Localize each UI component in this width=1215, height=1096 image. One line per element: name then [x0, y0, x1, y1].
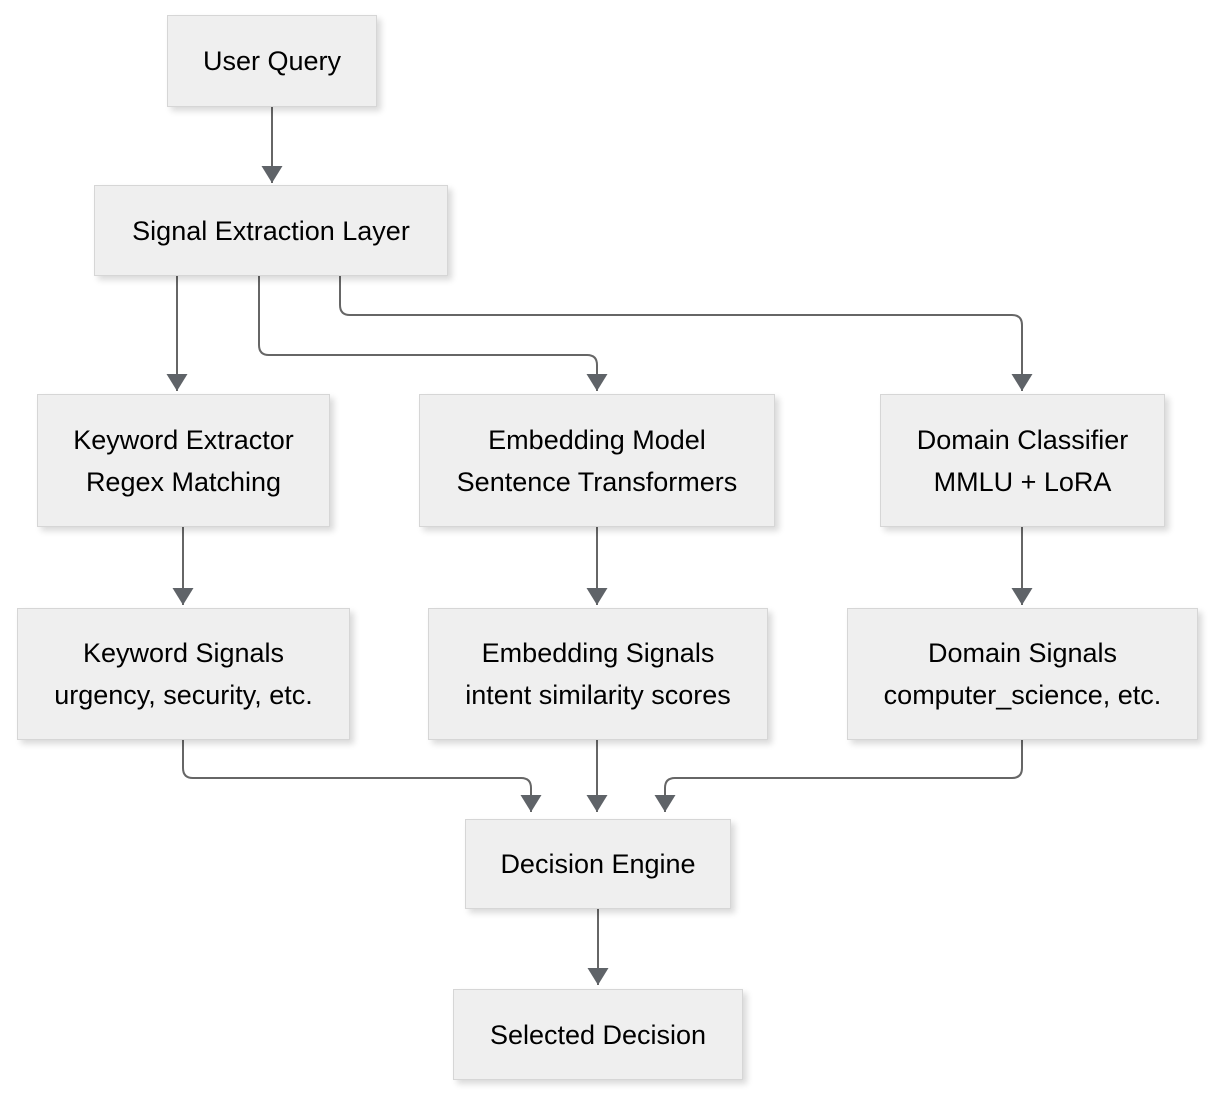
- node-keyword-signals-label: Keyword Signals: [82, 638, 285, 668]
- node-keyword-extractor-sublabel: Regex Matching: [85, 466, 282, 497]
- edge-domain-signals-to-decision-engine: [654, 740, 1023, 812]
- node-embedding-model-label: Embedding Model: [488, 424, 706, 455]
- node-user-query-label: User Query: [202, 46, 342, 76]
- node-domain-classifier: Domain Classifier MMLU + LoRA: [880, 394, 1165, 527]
- node-decision-engine-label: Decision Engine: [500, 849, 696, 879]
- node-embedding-model: Embedding Model Sentence Transformers: [419, 394, 775, 527]
- node-user-query: User Query: [167, 15, 377, 107]
- node-decision-engine: Decision Engine: [465, 819, 731, 909]
- node-selected-decision: Selected Decision: [453, 989, 743, 1080]
- node-domain-classifier-label: Domain Classifier: [916, 424, 1129, 455]
- node-signal-extraction-layer: Signal Extraction Layer: [94, 185, 448, 276]
- node-keyword-signals-sublabel: urgency, security, etc.: [54, 680, 313, 710]
- node-keyword-extractor: Keyword Extractor Regex Matching: [37, 394, 330, 527]
- node-embedding-signals-sublabel: intent similarity scores: [465, 680, 731, 710]
- node-selected-decision-label: Selected Decision: [489, 1019, 707, 1050]
- node-keyword-signals: Keyword Signals urgency, security, etc.: [17, 608, 350, 740]
- node-keyword-extractor-label: Keyword Extractor: [73, 424, 294, 455]
- node-embedding-signals: Embedding Signals intent similarity scor…: [428, 608, 768, 740]
- edge-signal-extraction-to-domain-classifier: [339, 276, 1033, 391]
- node-domain-signals-label: Domain Signals: [927, 638, 1118, 668]
- node-domain-signals: Domain Signals computer_science, etc.: [847, 608, 1198, 740]
- edge-signal-extraction-to-embedding-model: [258, 276, 608, 391]
- node-domain-signals-sublabel: computer_science, etc.: [883, 680, 1162, 710]
- node-embedding-model-sublabel: Sentence Transformers: [456, 466, 738, 497]
- node-signal-extraction-layer-label: Signal Extraction Layer: [132, 215, 410, 246]
- node-embedding-signals-label: Embedding Signals: [481, 638, 715, 668]
- edge-keyword-signals-to-decision-engine: [182, 740, 542, 812]
- node-domain-classifier-sublabel: MMLU + LoRA: [933, 466, 1112, 497]
